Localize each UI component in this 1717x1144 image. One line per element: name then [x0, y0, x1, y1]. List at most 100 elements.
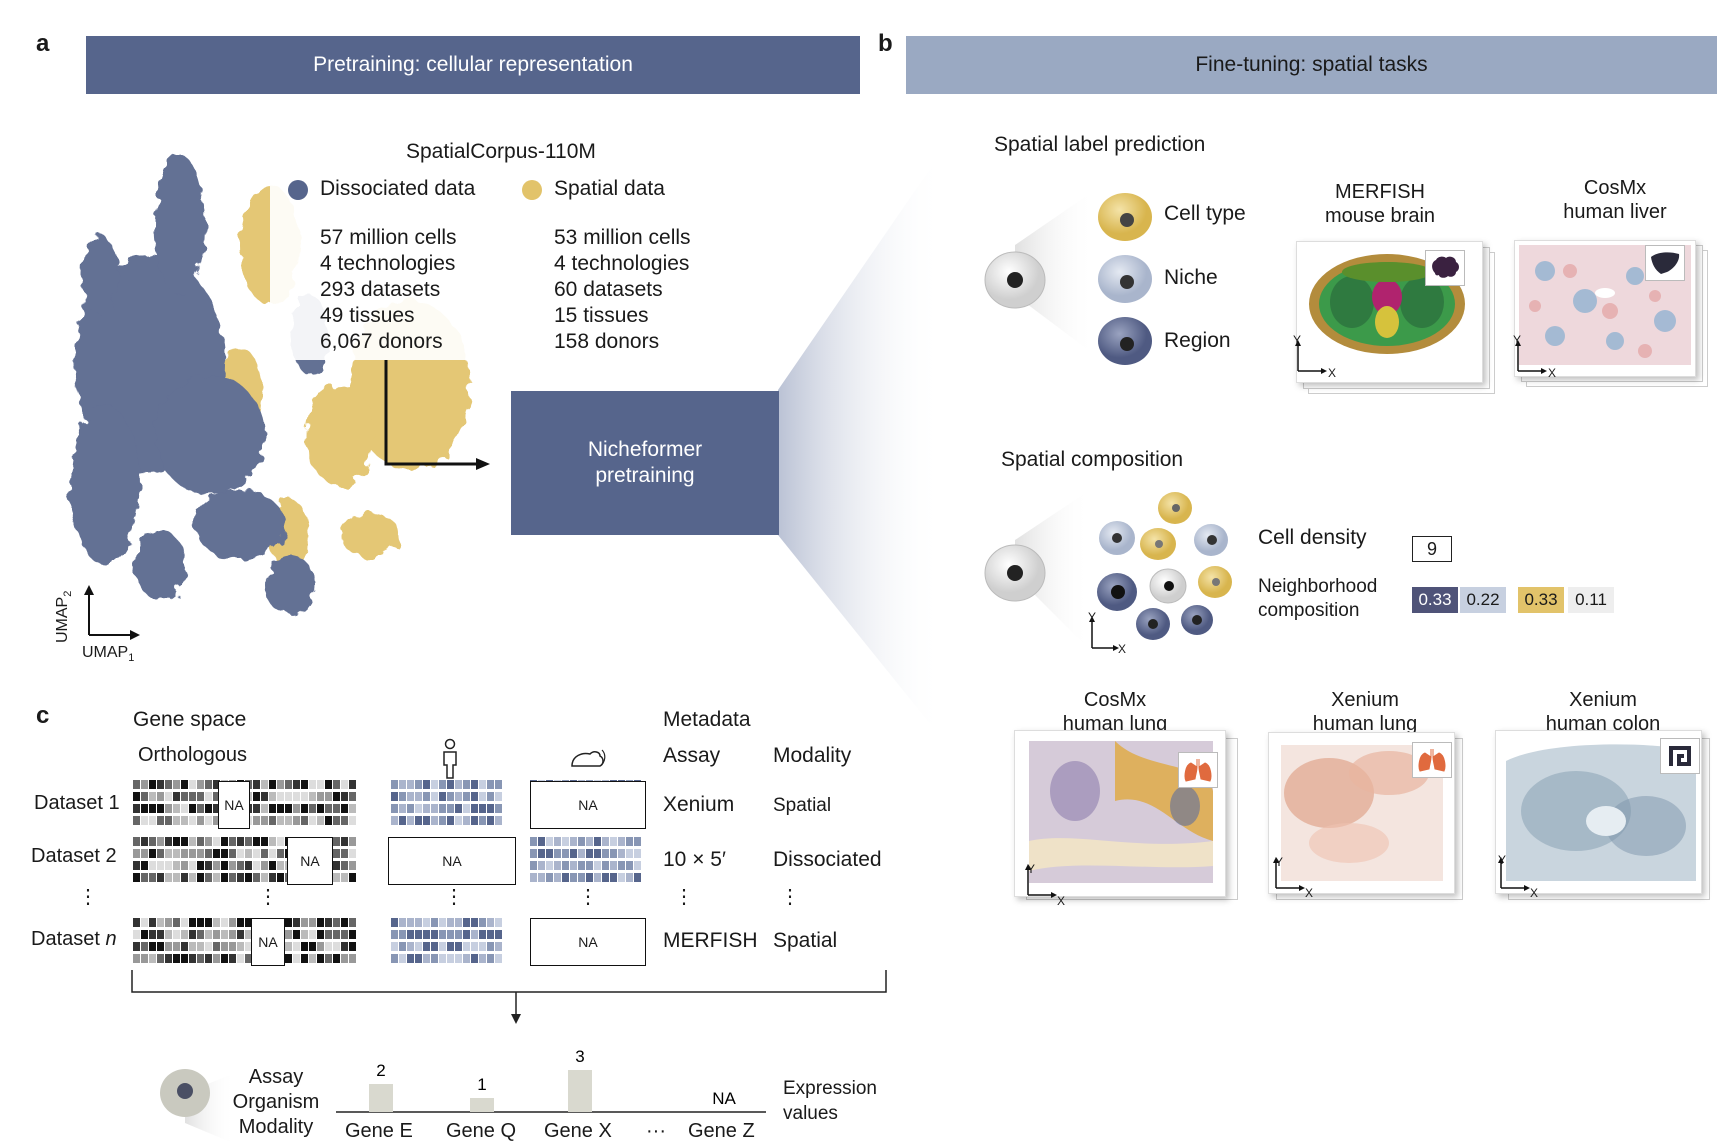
gene-matrix-cell [391, 918, 398, 927]
gene-matrix-cell [173, 873, 180, 882]
gene-matrix-cell [447, 780, 454, 789]
gene-matrix-cell [333, 837, 340, 846]
gene-matrix-cell [554, 873, 561, 882]
gene-matrix-cell [594, 861, 601, 870]
gene-matrix-cell [317, 918, 324, 927]
neighbor-cell [1198, 566, 1232, 598]
gene-matrix-cell [173, 930, 180, 939]
gene-matrix-cell [487, 930, 494, 939]
gene-matrix-cell [133, 792, 140, 801]
composition-value-4: 0.11 [1568, 587, 1614, 613]
dataset-n-modality: Spatial [773, 929, 838, 952]
gene-matrix-cell [189, 954, 196, 963]
gene-matrix-cell [189, 918, 196, 927]
gene-matrix-cell [181, 918, 188, 927]
gene-matrix-cell [407, 930, 414, 939]
gene-matrix-cell [285, 792, 292, 801]
gene-matrix-cell [463, 780, 470, 789]
query-cell [984, 544, 1046, 602]
gene-matrix-cell [341, 861, 348, 870]
gene-matrix-cell [554, 837, 561, 846]
gene-matrix-cell [301, 954, 308, 963]
gene-matrix-cell [197, 942, 204, 951]
colon-icon [1669, 746, 1691, 766]
gene-matrix-cell [495, 804, 502, 813]
gene-matrix-cell [538, 837, 545, 846]
spatial-legend-dot [522, 180, 542, 200]
gene-matrix-cell [333, 873, 340, 882]
liver-axis-x: X [1548, 366, 1557, 380]
gene-matrix-cell [205, 942, 212, 951]
gene-matrix-cell [495, 816, 502, 825]
expression-value-label: 3 [575, 1047, 584, 1066]
query-cell [984, 251, 1046, 309]
gene-matrix-cell [495, 954, 502, 963]
gene-matrix-cell [213, 816, 220, 825]
gene-matrix-cell [245, 861, 252, 870]
gene-matrix-cell [213, 873, 220, 882]
brain-axis-y: Y [1293, 333, 1302, 347]
lung-icon [1184, 759, 1212, 782]
panel-b-letter: b [878, 30, 893, 57]
gene-matrix-cell [618, 849, 625, 858]
gene-matrix-cell [399, 780, 406, 789]
gene-matrix-cell [309, 792, 316, 801]
gene-matrix-cell [455, 804, 462, 813]
gene-matrix-cell [479, 942, 486, 951]
gene-matrix-cell [165, 918, 172, 927]
pretraining-fan [778, 150, 943, 740]
xenium-lung-badge [1412, 742, 1452, 778]
gene-matrix-cell [634, 861, 641, 870]
gene-matrix-cell [578, 861, 585, 870]
gene-matrix-cell [626, 849, 633, 858]
expression-value-label: NA [712, 1089, 736, 1108]
brain-badge [1425, 250, 1465, 286]
gene-matrix-cell [349, 849, 356, 858]
gene-matrix-cell [495, 930, 502, 939]
gene-matrix-cell [594, 837, 601, 846]
gene-matrix-cell [237, 873, 244, 882]
gene-matrix-cell [197, 861, 204, 870]
gene-matrix-cell [538, 849, 545, 858]
gene-matrix-cell [333, 954, 340, 963]
gene-matrix-cell [439, 954, 446, 963]
gene-matrix-cell [133, 804, 140, 813]
gene-matrix-cell [479, 780, 486, 789]
spatial-legend-label: Spatial data [554, 177, 665, 200]
gene-matrix-cell [431, 918, 438, 927]
xenium-colon-section [1506, 744, 1696, 881]
gene-matrix-cell [149, 930, 156, 939]
nicheformer-pretraining-label: Nicheformer pretraining [587, 438, 703, 487]
assay-ellipsis: ⋮ [674, 886, 694, 908]
gene-matrix-cell [221, 918, 228, 927]
gene-matrix-cell [213, 918, 220, 927]
gene-matrix-cell [634, 873, 641, 882]
gene-matrix-cell [141, 930, 148, 939]
gene-matrix-cell [415, 804, 422, 813]
gene-matrix-cell [399, 792, 406, 801]
gene-matrix-cell [407, 816, 414, 825]
gene-matrix-cell [530, 861, 537, 870]
gene-matrix-cell [594, 849, 601, 858]
gene-matrix-cell [149, 942, 156, 951]
corpus-arrow [384, 360, 490, 470]
liver-icon [1651, 252, 1680, 274]
gene-matrix-cell [133, 837, 140, 846]
gene-matrix-cell [285, 942, 292, 951]
gene-matrix-cell [309, 954, 316, 963]
gene-matrix-cell [141, 804, 148, 813]
gene-matrix-cell [165, 837, 172, 846]
expression-bar [470, 1098, 494, 1112]
gene-matrix-cell [141, 942, 148, 951]
gene-matrix-cell [341, 780, 348, 789]
gene-matrix-cell [181, 849, 188, 858]
gene-matrix-cell [293, 954, 300, 963]
gene-matrix-cell [618, 873, 625, 882]
gene-matrix-cell [455, 954, 462, 963]
gene-matrix-cell [253, 792, 260, 801]
gene-matrix-cell [455, 792, 462, 801]
gene-matrix-cell [293, 918, 300, 927]
gene-matrix-cell [189, 930, 196, 939]
gene-matrix-cell [181, 954, 188, 963]
xenium-lung-axis-y: Y [1275, 855, 1284, 869]
